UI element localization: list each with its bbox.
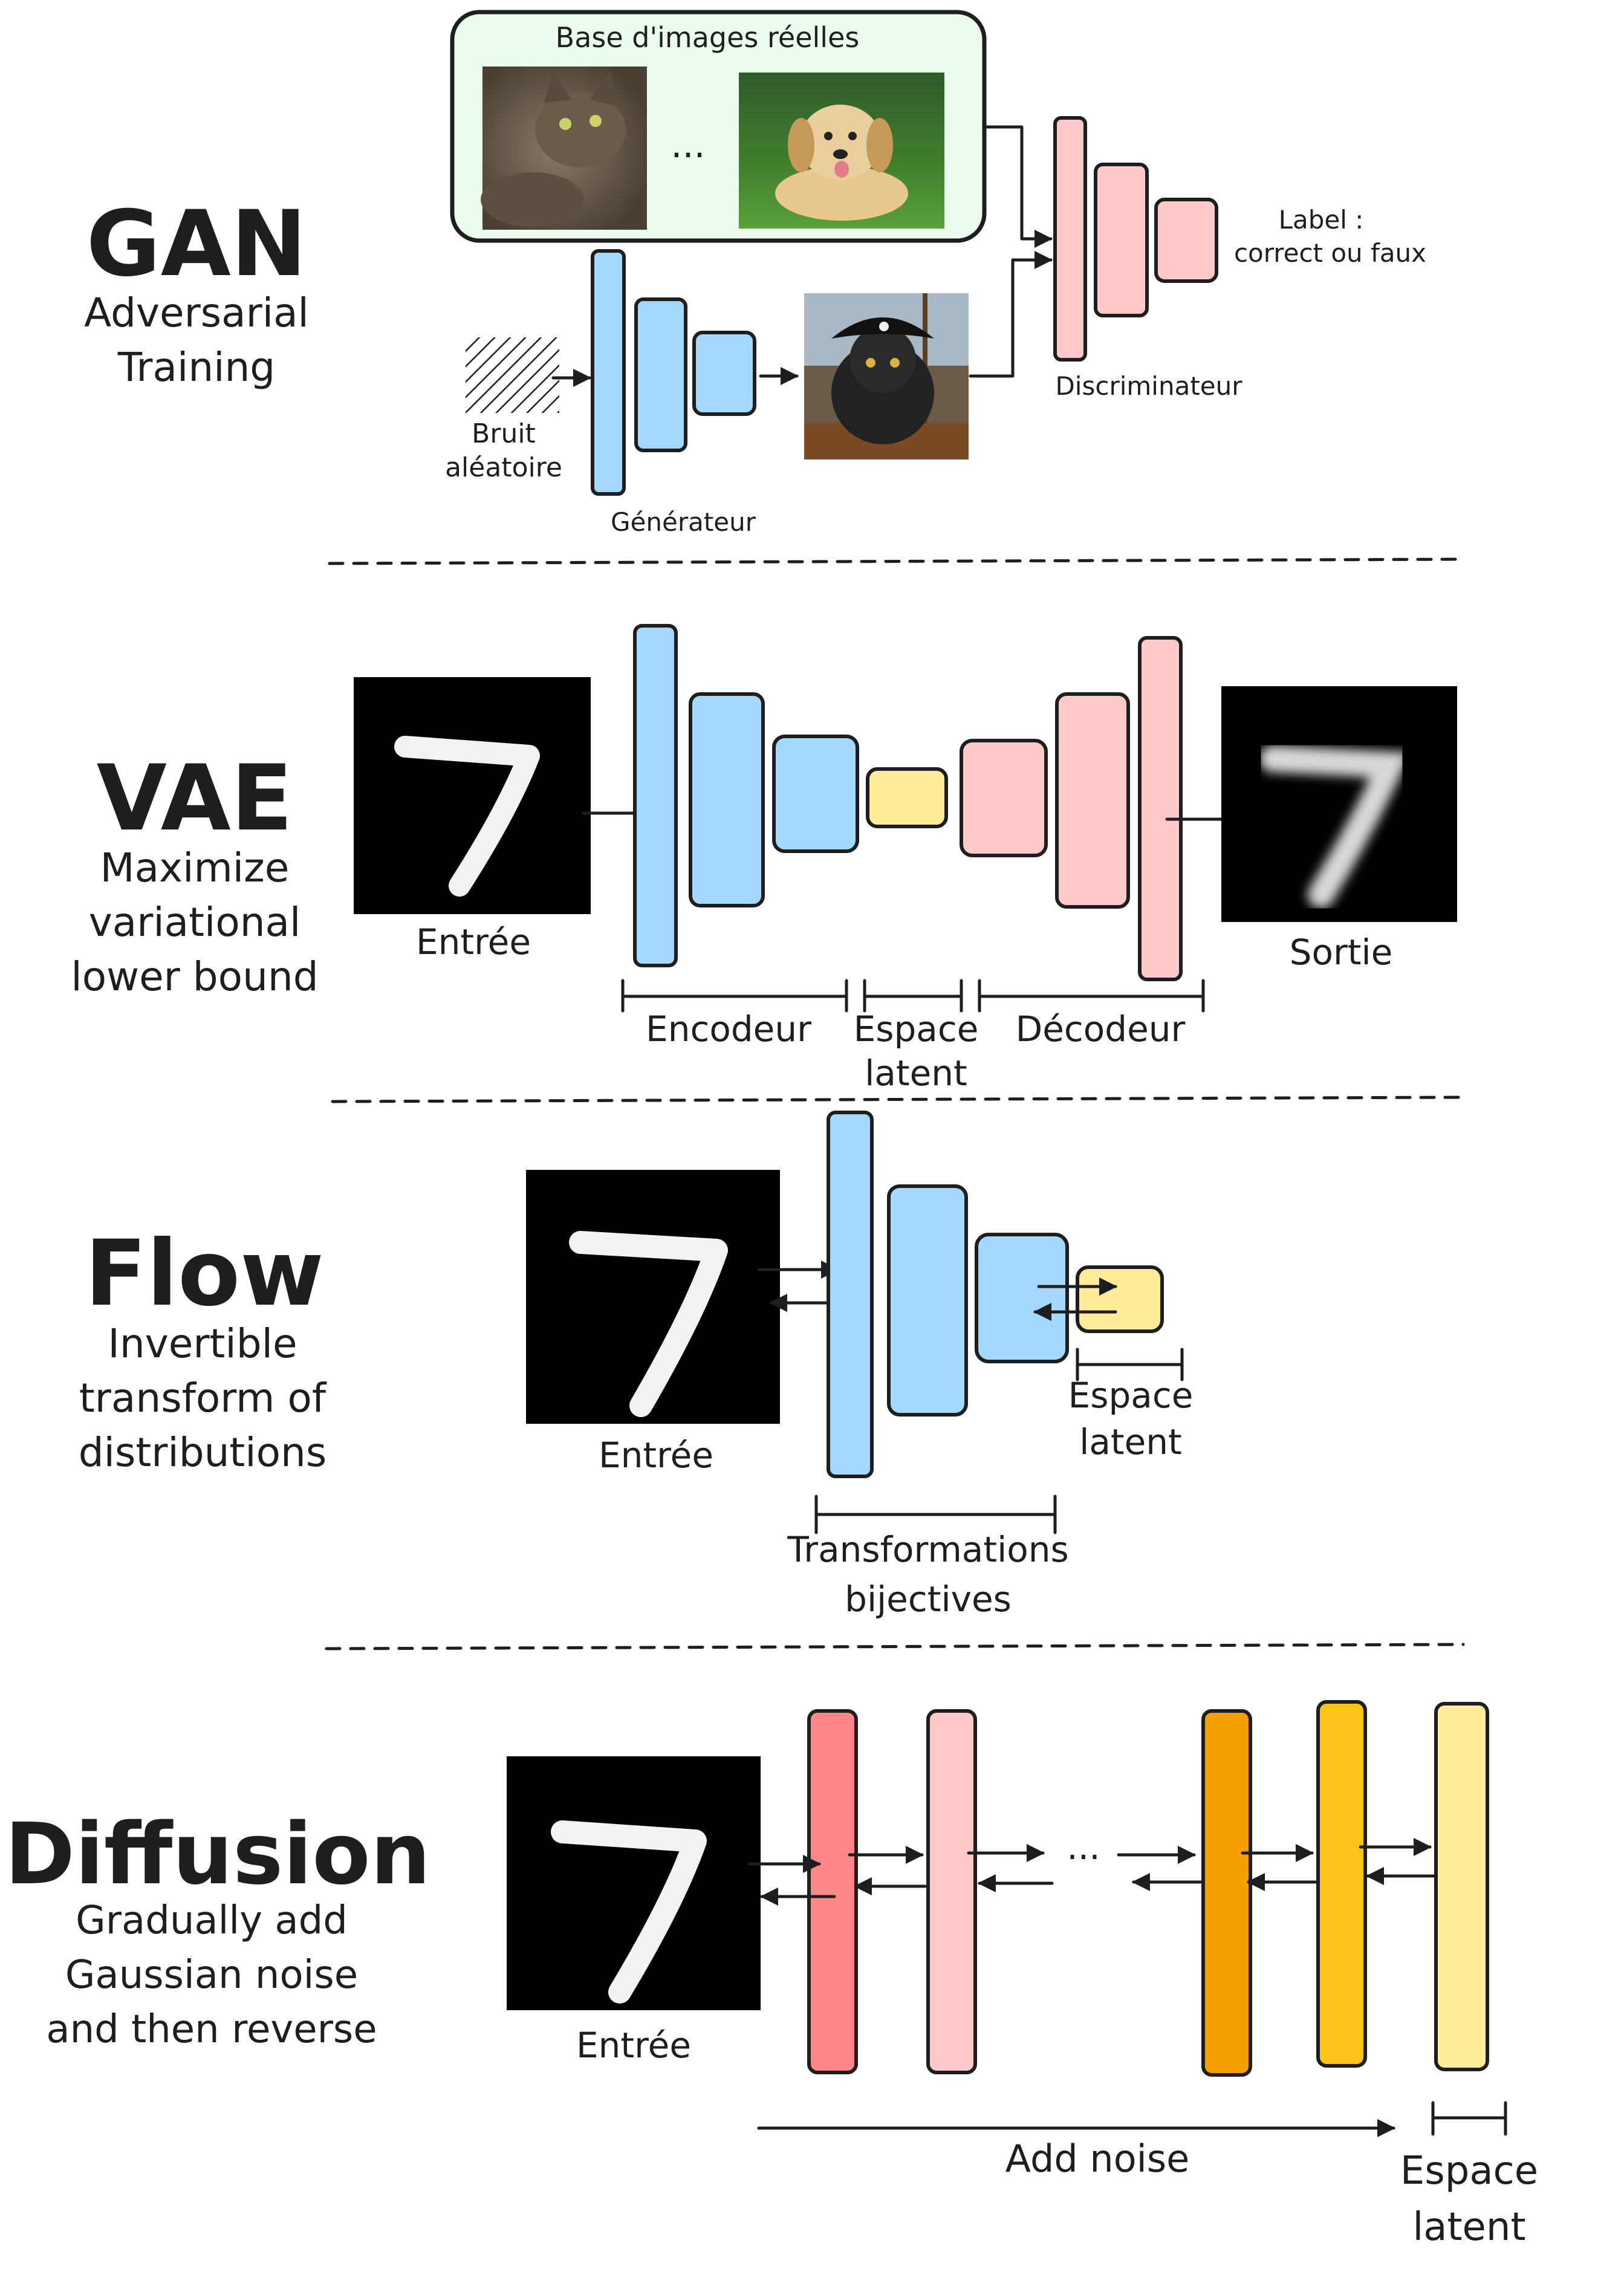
decoder-layer-3 (1138, 636, 1183, 981)
discriminator-label: Discriminateur (1055, 371, 1242, 401)
gan-subtitle-1: Adversarial (84, 290, 309, 336)
dog-photo (739, 73, 944, 229)
flow-transform-label-1: Transformations (787, 1529, 1068, 1570)
flow-subtitle-2: transform of (79, 1375, 327, 1421)
encoder-layer-1 (633, 624, 678, 967)
flow-input-digit (526, 1170, 780, 1424)
diffusion-section: Diffusion Gradually add Gaussian noise a… (5, 1700, 1538, 2250)
flow-title: Flow (85, 1221, 324, 1326)
diffusion-steps (807, 1700, 1489, 2077)
gan-subtitle-2: Training (117, 344, 275, 391)
diffusion-step-3 (1201, 1709, 1252, 2077)
diffusion-subtitle-3: and then reverse (46, 2007, 377, 2052)
diffusion-ellipsis: ... (1067, 1826, 1100, 1868)
noise-label-1: Bruit (472, 418, 536, 449)
encoder-label: Encodeur (646, 1008, 811, 1050)
flow-latent-label-2: latent (1079, 1421, 1182, 1462)
cat-photo (481, 67, 647, 230)
diffusion-title: Diffusion (5, 1805, 430, 1904)
diffusion-step-5 (1434, 1702, 1489, 2071)
vae-decoder (960, 636, 1183, 981)
flow-subtitle-1: Invertible (108, 1320, 297, 1367)
flow-input-label: Entrée (599, 1435, 713, 1476)
dataset-ellipsis: ... (671, 124, 705, 166)
flow-subtitle-3: distributions (79, 1429, 327, 1476)
diffusion-latent-bracket (1431, 2101, 1507, 2136)
dataset-label: Base d'images réelles (556, 21, 860, 54)
separator-2 (331, 1095, 1462, 1103)
diffusion-latent-label-2: latent (1412, 2205, 1525, 2250)
vae-subtitle-1: Maximize (100, 845, 290, 891)
generator-layer-2 (634, 297, 687, 452)
flow-transforms (827, 1111, 1069, 1478)
vae-output-digit (1221, 686, 1457, 922)
diffusion-input-digit (507, 1756, 761, 2010)
diffusion-step-2 (926, 1709, 977, 2074)
decoder-layer-1 (960, 739, 1048, 857)
generator (591, 249, 756, 496)
flow-latent-label-1: Espace (1068, 1375, 1194, 1416)
diffusion-subtitle-1: Gradually add (76, 1898, 348, 1943)
noise-label-2: aléatoire (445, 452, 562, 483)
pirate-cat-generated (804, 293, 969, 459)
vae-subtitle-2: variational (89, 899, 301, 946)
vae-output-label: Sortie (1290, 932, 1393, 973)
gan-section: GAN Adversarial Training Base d'images r… (84, 10, 1426, 537)
generator-layer-3 (692, 331, 756, 416)
flow-layer-2 (887, 1184, 968, 1417)
vae-encoder (633, 624, 859, 967)
discriminator-layer-1 (1053, 116, 1087, 362)
diffusion-subtitle-2: Gaussian noise (65, 1953, 358, 1998)
flow-latent (1076, 1265, 1164, 1333)
output-label-1: Label : (1279, 205, 1364, 235)
flow-latent-bracket (1076, 1348, 1184, 1381)
vae-latent-label-1: Espace (854, 1008, 979, 1050)
diffusion-input-label: Entrée (576, 2025, 691, 2066)
vae-subtitle-3: lower bound (71, 953, 318, 1000)
vae-latent (866, 767, 948, 828)
generator-layer-1 (591, 249, 626, 496)
diffusion-arrows (748, 1838, 1438, 1906)
vae-input-digit (354, 677, 591, 914)
output-label-2: correct ou faux (1234, 238, 1426, 268)
decoder-label: Décodeur (1016, 1008, 1186, 1050)
encoder-layer-3 (772, 735, 859, 853)
encoder-layer-2 (689, 692, 765, 907)
flow-section: Flow Invertible transform of distributio… (79, 1111, 1194, 1620)
noise-input (466, 337, 559, 413)
flow-transform-label-2: bijectives (845, 1579, 1012, 1620)
vae-section: VAE Maximize variational lower bound Ent… (71, 624, 1457, 1094)
vae-input-label: Entrée (416, 921, 531, 962)
diffusion-latent-label-1: Espace (1400, 2149, 1538, 2193)
discriminator (1053, 116, 1218, 362)
add-noise-label: Add noise (1005, 2137, 1190, 2181)
vae-latent-label-2: latent (865, 1053, 967, 1094)
separator-3 (325, 1643, 1465, 1650)
vae-brackets (621, 979, 1205, 1013)
generator-label: Générateur (611, 507, 756, 537)
flow-layer-1 (827, 1111, 874, 1478)
decoder-layer-2 (1055, 692, 1130, 909)
gan-title: GAN (86, 192, 307, 297)
fake-to-discriminator-arrow (969, 251, 1053, 378)
discriminator-layer-3 (1154, 198, 1218, 283)
real-to-discriminator-arrow (984, 125, 1053, 248)
flow-layer-3 (975, 1233, 1069, 1363)
flow-transform-bracket (814, 1495, 1057, 1534)
diffusion-step-1 (807, 1709, 858, 2074)
separator-1 (328, 557, 1465, 565)
vae-title: VAE (97, 746, 293, 851)
diffusion-step-4 (1316, 1700, 1367, 2068)
discriminator-layer-2 (1094, 163, 1149, 317)
